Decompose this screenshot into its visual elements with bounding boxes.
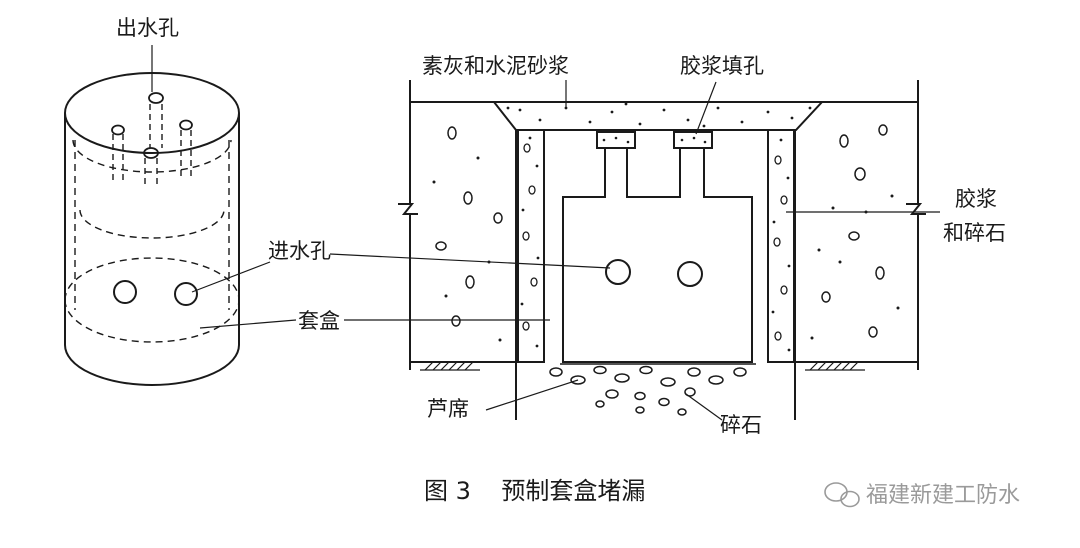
ground-hatching xyxy=(420,361,865,371)
label-gravel: 碎石 xyxy=(720,413,762,437)
label-grout-fill-hole: 胶浆填孔 xyxy=(680,54,764,78)
outlet-tubes xyxy=(111,92,193,188)
label-grout-gravel-2: 和碎石 xyxy=(943,221,1006,245)
figure-caption: 图 3 预制套盒堵漏 xyxy=(424,477,645,505)
inlet-holes-left xyxy=(113,280,198,306)
leader-grout-fill-hole xyxy=(695,81,717,135)
leader-inlet-hole-left xyxy=(191,261,271,293)
sleeve-box-section xyxy=(562,131,753,363)
leader-gravel xyxy=(685,393,723,421)
mortar-plug xyxy=(491,101,825,131)
watermark-text: 福建新建工防水 xyxy=(866,483,1020,508)
concrete-slab xyxy=(398,80,926,370)
label-outlet-hole: 出水孔 xyxy=(116,16,179,40)
leader-reed-mat xyxy=(485,379,579,411)
label-reed-mat: 芦席 xyxy=(427,397,469,421)
wechat-icon xyxy=(824,482,860,508)
label-grout-gravel-1: 胶浆 xyxy=(955,187,997,211)
label-lime-mortar: 素灰和水泥砂浆 xyxy=(422,54,569,78)
grout-gravel-columns xyxy=(517,129,795,363)
cylinder-sleeve-box xyxy=(64,72,240,386)
label-sleeve-box: 套盒 xyxy=(298,309,340,333)
leader-sleeve-box-left xyxy=(199,319,297,329)
gravel-bed xyxy=(549,365,747,416)
leader-inlet-hole-right xyxy=(329,253,611,269)
label-inlet-hole: 进水孔 xyxy=(268,239,331,263)
